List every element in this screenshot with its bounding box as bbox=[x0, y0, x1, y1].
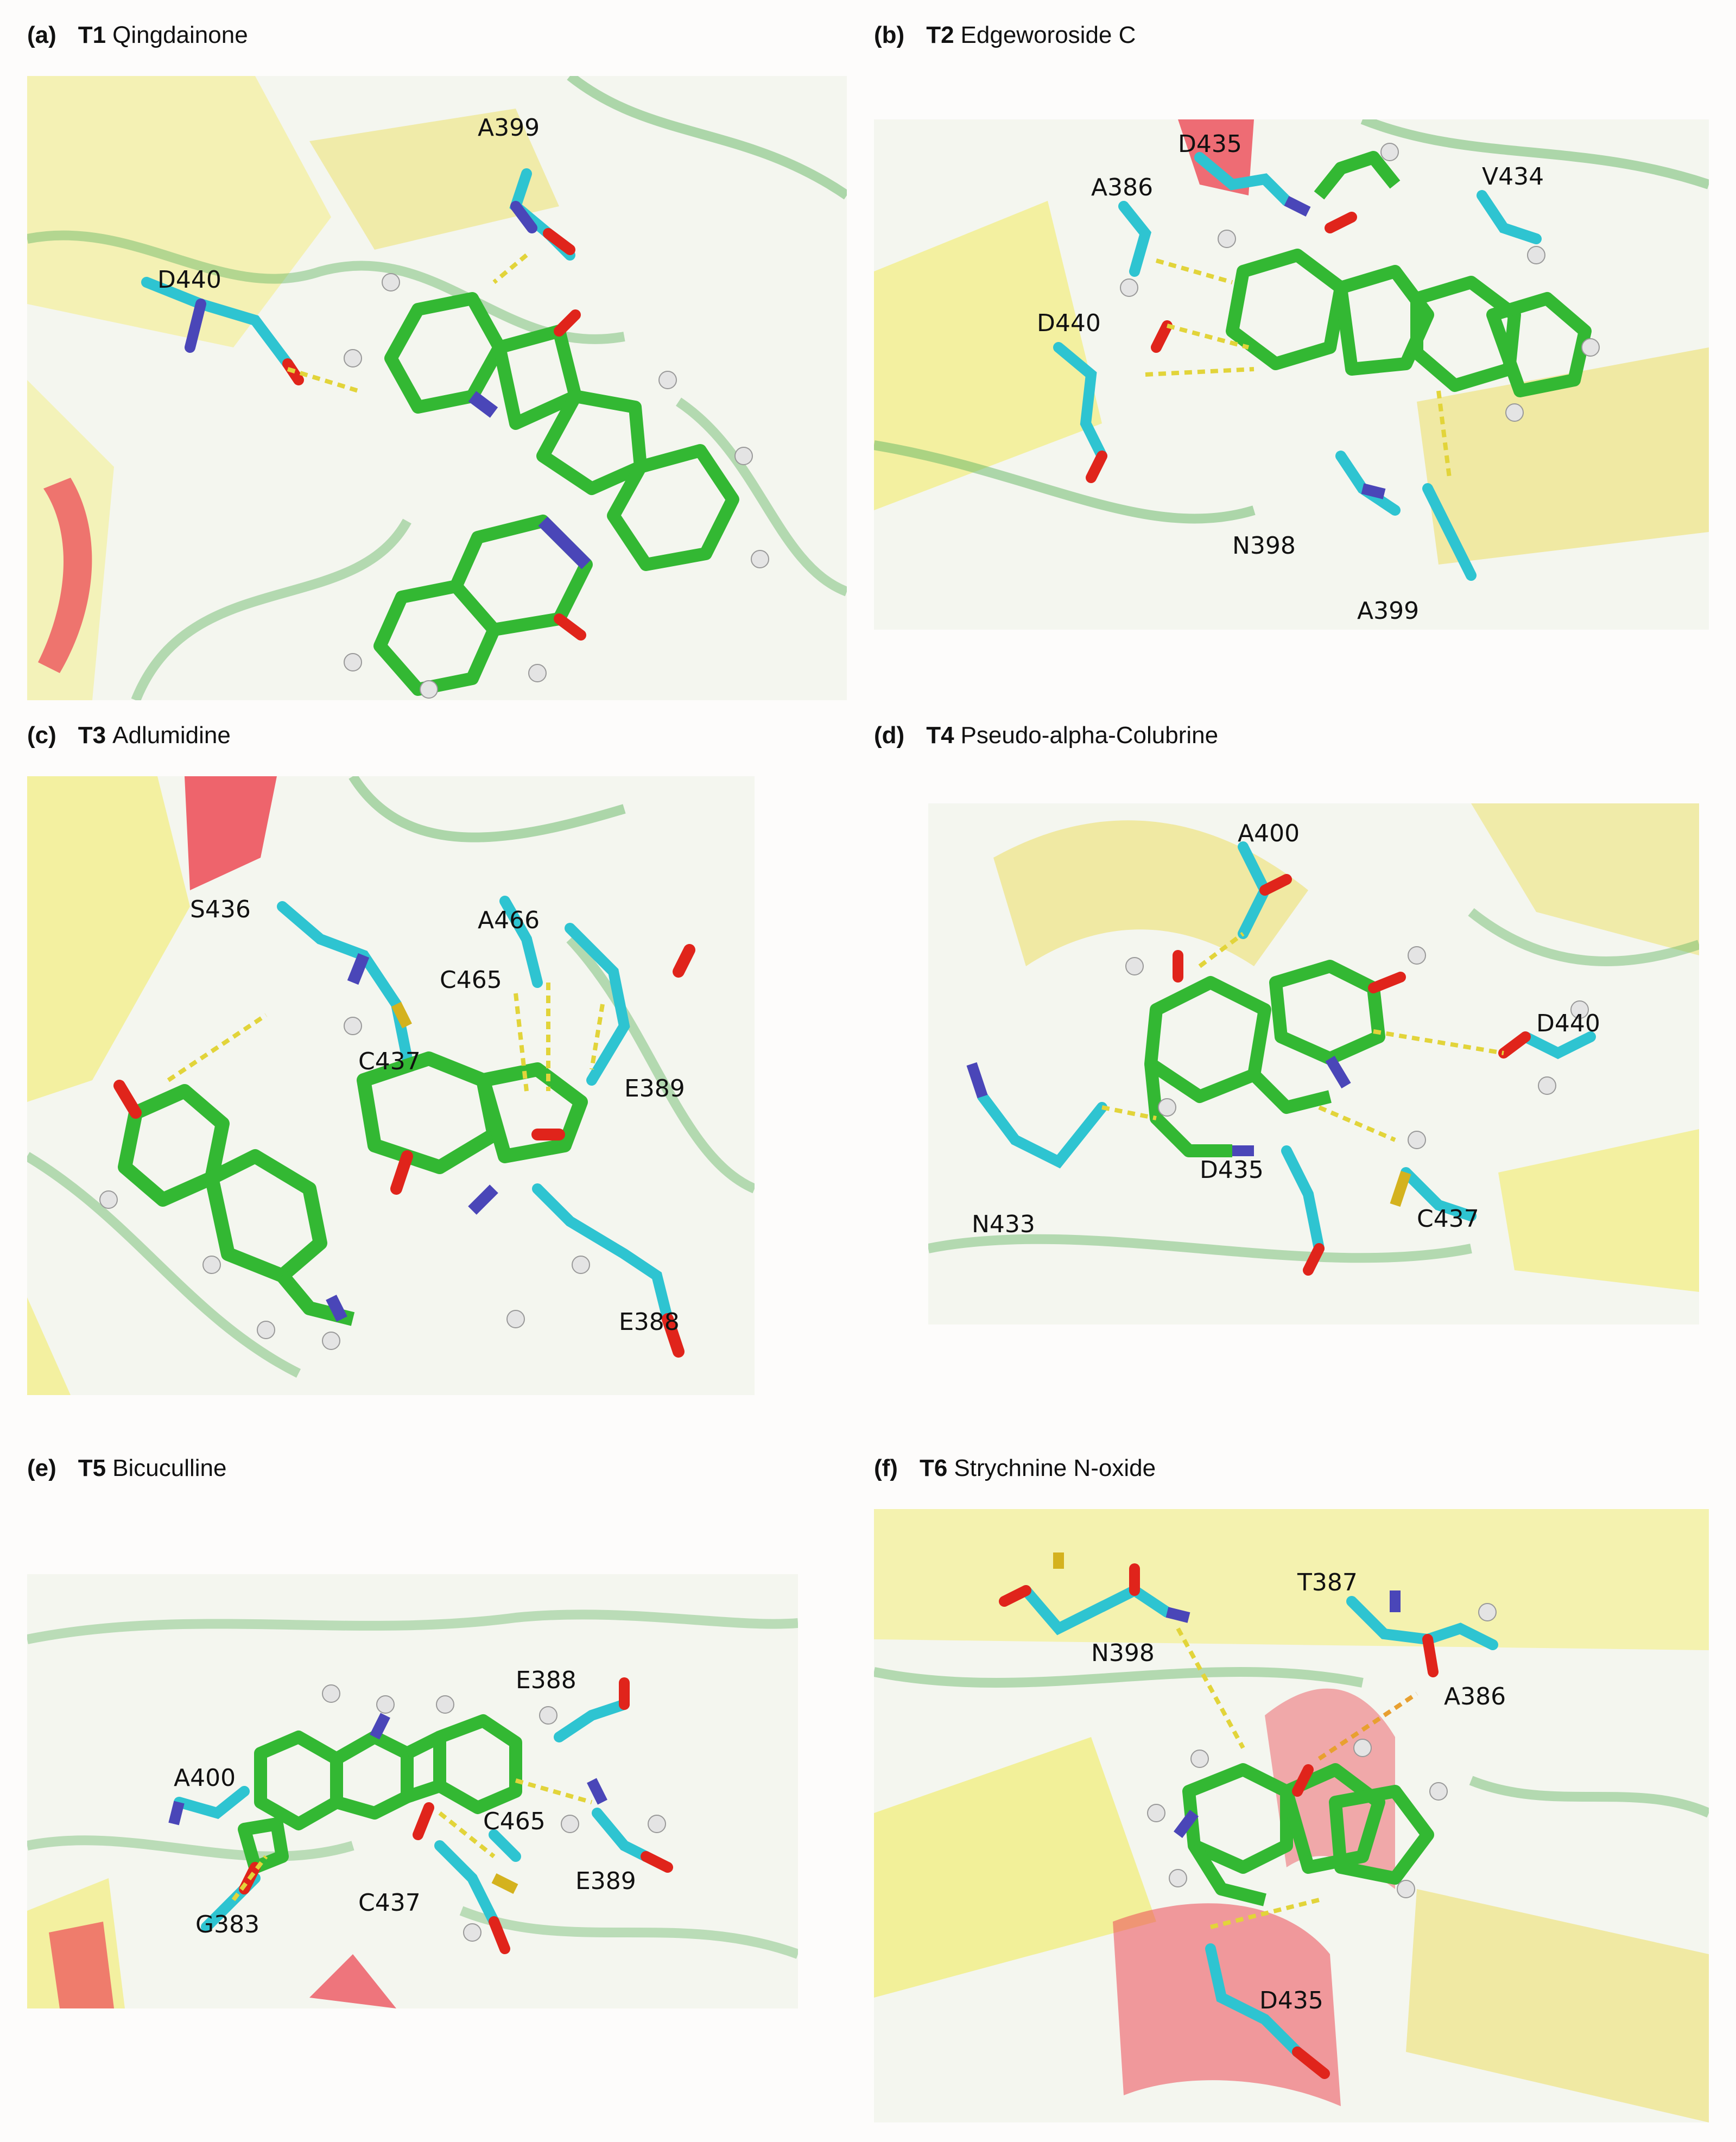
panel-c-name: Adlumidine bbox=[112, 722, 231, 749]
residue-label: G383 bbox=[195, 1911, 259, 1938]
residue-label: C465 bbox=[440, 966, 502, 994]
panel-b-code: T2 bbox=[926, 22, 954, 48]
residue-label: C437 bbox=[1417, 1205, 1479, 1233]
panel-b-label: (b) bbox=[874, 22, 905, 48]
residue-label: N398 bbox=[1232, 532, 1296, 560]
residue-label: A386 bbox=[1444, 1683, 1506, 1710]
panel-f-label: (f) bbox=[874, 1455, 898, 1481]
panel-d-structure: A400 D440 D435 N433 C437 bbox=[928, 803, 1699, 1325]
panel-b-name: Edgeworoside C bbox=[960, 22, 1136, 48]
panel-f-structure: T387 N398 A386 D435 bbox=[874, 1509, 1709, 2122]
residue-label: S436 bbox=[190, 896, 251, 923]
residue-label: D440 bbox=[157, 266, 221, 294]
residue-label: N433 bbox=[972, 1211, 1035, 1238]
residue-label: D435 bbox=[1200, 1156, 1264, 1184]
residue-label: A400 bbox=[174, 1764, 236, 1792]
panel-e-code: T5 bbox=[78, 1455, 106, 1481]
panel-c-structure: S436 A466 C465 C437 E389 E388 bbox=[27, 776, 755, 1395]
residue-label: E389 bbox=[575, 1867, 636, 1895]
panel-e-structure: E388 A400 C465 C437 E389 G383 bbox=[27, 1574, 798, 2008]
residue-label: C465 bbox=[483, 1808, 546, 1835]
panel-f-name: Strychnine N-oxide bbox=[954, 1455, 1156, 1481]
panel-a-label: (a) bbox=[27, 22, 56, 48]
panel-c-code: T3 bbox=[78, 722, 106, 749]
panel-d-name: Pseudo-alpha-Colubrine bbox=[960, 722, 1219, 749]
residue-label: E388 bbox=[619, 1308, 680, 1336]
panel-b-structure: D435 V434 A386 D440 N398 A399 bbox=[874, 119, 1709, 630]
panel-a-structure: A399 D440 bbox=[27, 76, 847, 700]
residue-label: C437 bbox=[358, 1889, 421, 1917]
panel-f-code: T6 bbox=[919, 1455, 948, 1481]
residue-label: A399 bbox=[1357, 597, 1419, 625]
residue-label: D440 bbox=[1037, 309, 1101, 337]
residue-label: A466 bbox=[478, 907, 540, 934]
residue-label: E389 bbox=[624, 1075, 685, 1102]
residue-label: D435 bbox=[1259, 1987, 1323, 2014]
panel-e-name: Bicuculline bbox=[112, 1455, 227, 1481]
panel-a-code: T1 bbox=[78, 22, 106, 48]
residue-label: D440 bbox=[1536, 1010, 1600, 1037]
panel-d-label: (d) bbox=[874, 722, 905, 749]
residue-label: N398 bbox=[1091, 1639, 1155, 1667]
residue-label: A400 bbox=[1238, 820, 1300, 847]
panel-e-label: (e) bbox=[27, 1455, 56, 1481]
residue-label: A399 bbox=[478, 114, 540, 142]
residue-label: E388 bbox=[516, 1666, 576, 1694]
residue-label: V434 bbox=[1482, 163, 1544, 191]
panel-c-label: (c) bbox=[27, 722, 56, 749]
residue-label: A386 bbox=[1091, 174, 1153, 201]
residue-label: C437 bbox=[358, 1048, 421, 1075]
residue-label: D435 bbox=[1178, 130, 1242, 158]
residue-label: T387 bbox=[1297, 1569, 1358, 1596]
panel-a-name: Qingdainone bbox=[112, 22, 248, 48]
panel-d-code: T4 bbox=[926, 722, 954, 749]
